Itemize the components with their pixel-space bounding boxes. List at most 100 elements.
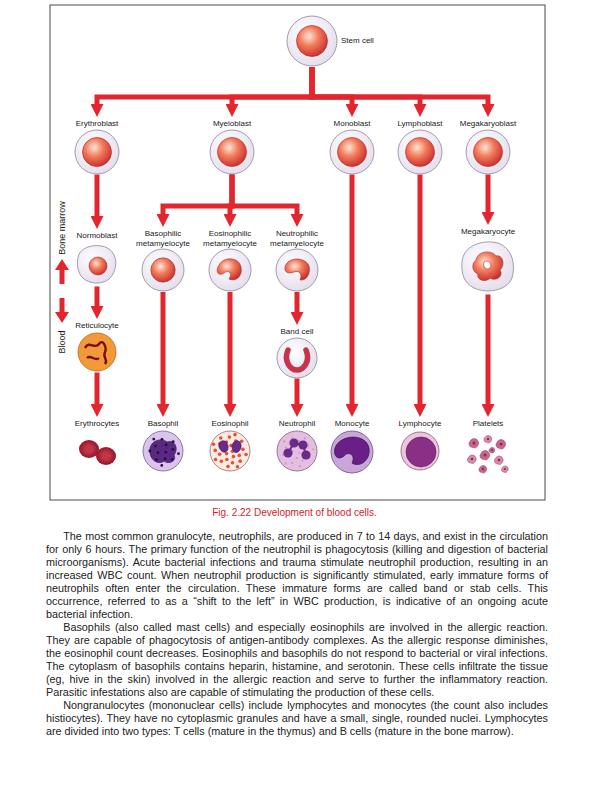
megakaryocyte-cell: Megakaryocyte	[453, 224, 523, 295]
mature-cell: Neutrophil	[262, 416, 332, 473]
cell-illustration	[275, 248, 319, 292]
region-label: Blood	[57, 330, 67, 353]
development-arrow	[161, 292, 166, 404]
body-text: The most common granulocyte, neutrophils…	[46, 530, 548, 738]
cell-label: Megakaryoblast	[453, 119, 523, 129]
cell-illustration	[459, 237, 517, 295]
development-arrow	[350, 175, 355, 405]
cell-label: Basophil	[128, 419, 198, 429]
development-arrow	[486, 175, 491, 213]
cell-illustration	[141, 248, 185, 292]
cell-drawing	[142, 249, 184, 291]
cell-drawing	[398, 130, 442, 174]
cell-illustration	[397, 129, 443, 175]
cell-drawing	[466, 130, 510, 174]
mature-cell: Erythrocytes	[62, 416, 132, 473]
region-label: Bone marrow	[57, 201, 67, 255]
blast-cell: Erythroblast	[62, 116, 132, 175]
metamyelocyte-cell: Neutrophilic metamyelocyte	[262, 226, 332, 292]
cell-label: Megakaryocyte	[453, 227, 523, 237]
development-arrow	[312, 67, 488, 104]
cell-label: Erythroblast	[62, 119, 132, 129]
development-arrow	[486, 295, 491, 405]
development-arrow	[95, 373, 100, 405]
development-arrow	[95, 175, 100, 217]
cell-illustration	[209, 129, 255, 175]
development-arrow	[418, 175, 423, 405]
band-cell: Band cell	[262, 324, 332, 379]
cell-drawing	[276, 249, 318, 291]
cell-drawing	[462, 241, 514, 290]
development-arrow	[295, 292, 300, 312]
development-arrow	[232, 175, 297, 215]
cell-illustration	[76, 331, 118, 373]
cell-drawing	[210, 431, 250, 471]
development-arrow	[163, 175, 232, 215]
cell-drawing	[75, 130, 119, 174]
cell-drawing	[143, 431, 183, 471]
cell-illustration	[286, 15, 338, 67]
cell-drawing	[78, 333, 116, 371]
development-arrow	[95, 287, 100, 307]
cell-label: Band cell	[262, 327, 332, 337]
cell-illustration	[141, 429, 185, 473]
cell-drawing	[79, 440, 116, 465]
metamyelocyte-cell: Eosinophilic metamyelocyte	[195, 226, 265, 292]
cell-label: Basophilic metamyelocyte	[128, 229, 198, 248]
development-arrow	[295, 379, 300, 405]
cell-label: Stem cell	[341, 36, 374, 46]
cell-illustration	[398, 429, 442, 473]
cell-label: Monocyte	[317, 419, 387, 429]
cell-label: Monoblast	[317, 119, 387, 129]
reticulocyte-cell: Reticulocyte	[62, 318, 132, 373]
cell-illustration	[329, 129, 375, 175]
mature-cell: Monocyte	[317, 416, 387, 475]
blast-cell: Lymphoblast	[385, 116, 455, 175]
cell-label: Reticulocyte	[62, 321, 132, 331]
cell-label: Myeloblast	[197, 119, 267, 129]
cell-illustration	[276, 337, 318, 379]
blast-cell: Megakaryoblast	[453, 116, 523, 175]
cell-label: Neutrophilic metamyelocyte	[262, 229, 332, 248]
cell-drawing	[209, 249, 251, 291]
cell-label: Lymphoblast	[385, 119, 455, 129]
mature-cell: Platelets	[453, 416, 523, 477]
cell-illustration	[74, 241, 120, 287]
figure-caption: Fig. 2.22 Development of blood cells.	[0, 507, 589, 518]
cell-drawing	[287, 16, 337, 66]
figure-frame	[50, 5, 545, 500]
development-arrow	[232, 67, 312, 104]
cell-drawing	[210, 130, 254, 174]
cell-label: Eosinophilic metamyelocyte	[195, 229, 265, 248]
cell-label: Platelets	[453, 419, 523, 429]
cell-illustration	[208, 248, 252, 292]
mature-cell: Lymphocyte	[385, 416, 455, 473]
cell-label: Lymphocyte	[385, 419, 455, 429]
cell-drawing	[77, 245, 115, 282]
mature-cell: Eosinophil	[195, 416, 265, 473]
cell-illustration	[74, 129, 120, 175]
paragraph: Basophils (also called mast cells) and e…	[46, 621, 548, 699]
cell-drawing	[331, 431, 373, 473]
metamyelocyte-cell: Basophilic metamyelocyte	[128, 226, 198, 292]
cell-drawing	[467, 435, 508, 473]
cell-label: Erythrocytes	[62, 419, 132, 429]
cell-label: Eosinophil	[195, 419, 265, 429]
blast-cell: Myeloblast	[197, 116, 267, 175]
cell-drawing	[277, 338, 317, 378]
blast-cell: Monoblast	[317, 116, 387, 175]
cell-illustration	[208, 429, 252, 473]
cell-illustration	[464, 429, 512, 477]
cell-label: Neutrophil	[262, 419, 332, 429]
cell-drawing	[330, 130, 374, 174]
cell-drawing	[401, 432, 439, 470]
cell-illustration	[275, 429, 319, 473]
cell-label: Normoblast	[62, 231, 132, 241]
cell-drawing	[277, 431, 317, 471]
cell-illustration	[75, 429, 119, 473]
development-arrow	[228, 292, 233, 404]
development-arrow	[97, 67, 312, 104]
normoblast-cell: Normoblast	[62, 228, 132, 287]
stem-cell: Stem cell	[286, 12, 374, 67]
